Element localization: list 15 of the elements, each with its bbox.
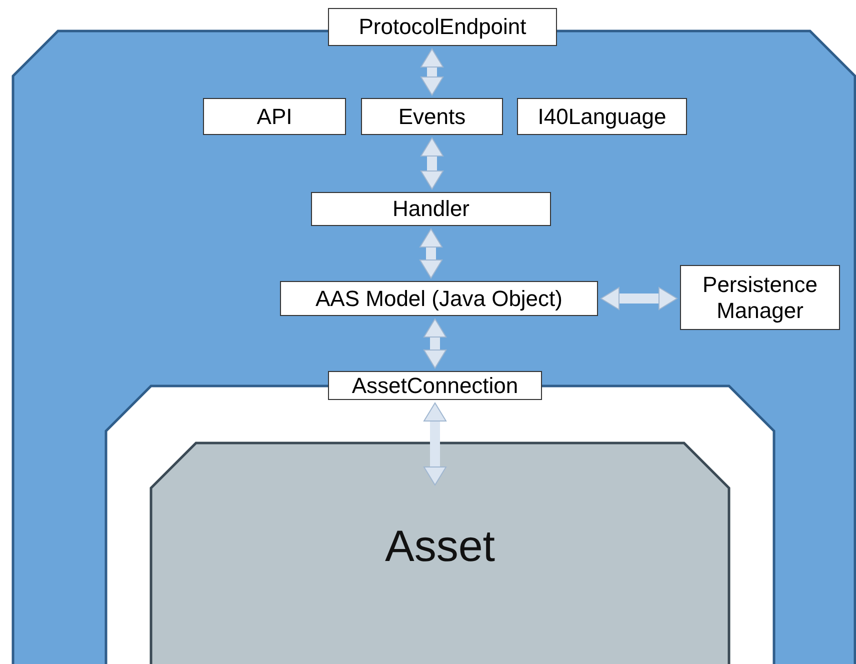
- node-label: Asset: [384, 522, 496, 572]
- component-box: Handler: [311, 192, 551, 226]
- component-box: ProtocolEndpoint: [328, 8, 557, 46]
- component-box: AAS Model (Java Object): [280, 281, 598, 316]
- component-box: I40Language: [517, 98, 687, 135]
- component-box: API: [203, 98, 346, 135]
- double-arrow: [420, 138, 444, 190]
- component-box: AssetConnection: [328, 371, 542, 400]
- double-arrow: [420, 228, 442, 278]
- double-arrow: [424, 402, 446, 486]
- component-box: Events: [361, 98, 503, 135]
- double-arrow: [424, 318, 446, 368]
- component-box: Persistence Manager: [680, 265, 840, 330]
- double-arrow: [600, 287, 678, 310]
- double-arrow: [420, 48, 444, 96]
